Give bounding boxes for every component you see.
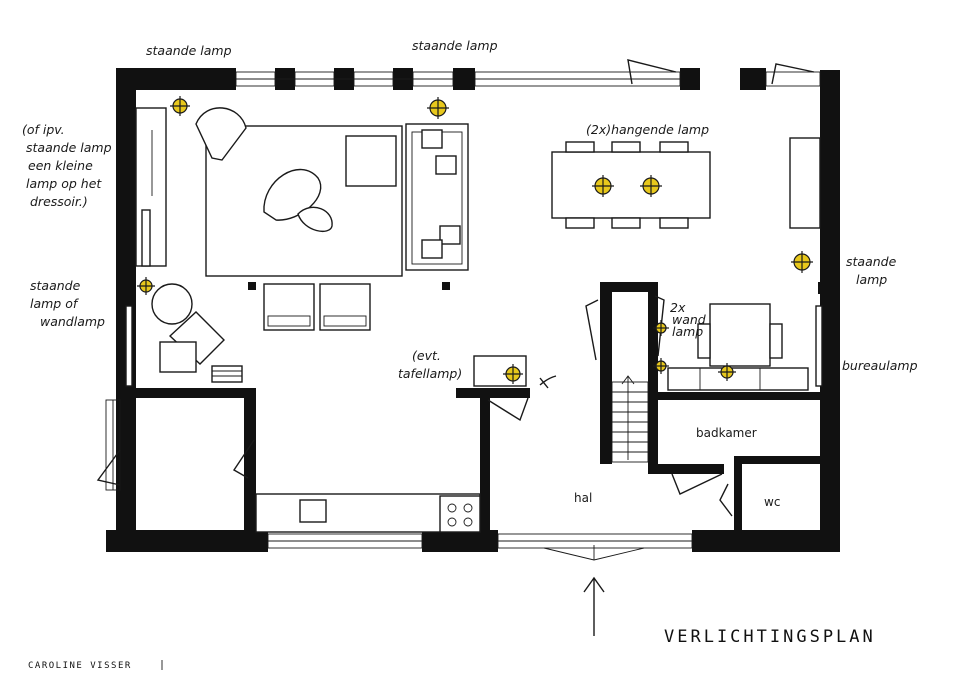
- label-staande-lamp-right-2: lamp: [856, 272, 887, 287]
- other-furniture: [125, 303, 823, 533]
- side-table: [151, 283, 193, 325]
- wall-top-left: [116, 68, 236, 90]
- label-left-lamp-2: lamp of: [30, 296, 79, 311]
- coffee-table-2: [297, 206, 333, 233]
- pendant-dining-left-icon: [592, 175, 614, 197]
- pillar-top-4: [453, 68, 475, 90]
- room-label-hall: hal: [574, 491, 592, 505]
- label-alt-note-line5: dressoir.): [30, 194, 88, 209]
- light-markers: [137, 96, 813, 384]
- label-staande-lamp-mid: staande lamp: [412, 38, 498, 53]
- entrance-arrow-icon: [583, 576, 605, 636]
- label-table-lamp-1: (evt.: [412, 348, 441, 363]
- coffee-table-1: [263, 168, 322, 221]
- label-alt-note-line2: staande lamp: [26, 140, 112, 155]
- floor-lamp-right-icon: [791, 251, 813, 273]
- chair-2: [319, 283, 371, 331]
- windows: [105, 59, 821, 549]
- wall-living-bottom: [116, 388, 256, 398]
- label-wall-lamp-1: 2x: [670, 300, 686, 315]
- interior-walls: [116, 280, 824, 530]
- stairs: [611, 375, 649, 463]
- study-counter: [667, 367, 809, 391]
- label-left-lamp-1: staande: [30, 278, 81, 293]
- pillar-top-5: [680, 68, 700, 90]
- desk: [709, 303, 771, 367]
- book-stack: [211, 365, 243, 383]
- armchair: [195, 107, 247, 161]
- wall-right: [820, 70, 840, 552]
- pillar-top-6: [740, 68, 766, 90]
- labels: staande lamp staande lamp (of ipv. staan…: [22, 38, 918, 671]
- plan-title: VERLICHTINGSPLAN: [664, 627, 876, 647]
- wall-lamp-left-icon: [137, 277, 155, 295]
- label-alt-note-line4: lamp op het: [26, 176, 102, 191]
- wall-bottom-right: [692, 530, 840, 552]
- ottoman: [345, 135, 397, 187]
- label-table-lamp-2: tafellamp): [398, 366, 462, 381]
- ceiling-spot-living-icon: [170, 96, 190, 116]
- ceiling-spot-sofa-icon: [427, 97, 449, 119]
- label-left-lamp-3: wandlamp: [40, 314, 105, 329]
- sink: [299, 499, 327, 523]
- label-wall-lamp-3: lamp: [672, 324, 703, 339]
- table-lamp-sideboard-icon: [503, 364, 523, 384]
- label-hanging-lamp: (2x)hangende lamp: [586, 122, 709, 137]
- wall-lamp-study-lower-icon: [653, 358, 669, 374]
- wall-bottom-mid: [422, 530, 498, 552]
- chair-1: [263, 283, 315, 331]
- room-label-toilet: wc: [764, 495, 780, 509]
- sideboard: [135, 107, 167, 267]
- doors: [96, 295, 733, 561]
- pendant-dining-right-icon: [640, 175, 662, 197]
- wall-lamp-study-upper-icon: [653, 320, 669, 336]
- label-staande-lamp-right-1: staande: [846, 254, 897, 269]
- cabinet: [789, 137, 821, 229]
- dining-furniture: [551, 137, 821, 229]
- desk-lamp-icon: [718, 363, 736, 381]
- label-desk-lamp: bureaulamp: [842, 358, 918, 373]
- wall-bottom-left: [106, 530, 268, 552]
- dining-table: [551, 151, 711, 219]
- label-staande-lamp-left: staande lamp: [146, 43, 232, 58]
- room-label-bathroom: badkamer: [696, 426, 757, 440]
- living-furniture: [135, 107, 469, 383]
- label-alt-note-line3: een kleine: [28, 158, 93, 173]
- label-wall-lamp-2: wand: [672, 312, 706, 327]
- designer-credit: CAROLINE VISSER: [28, 661, 132, 671]
- label-alt-note-line1: (of ipv.: [22, 122, 65, 137]
- stove: [439, 495, 481, 533]
